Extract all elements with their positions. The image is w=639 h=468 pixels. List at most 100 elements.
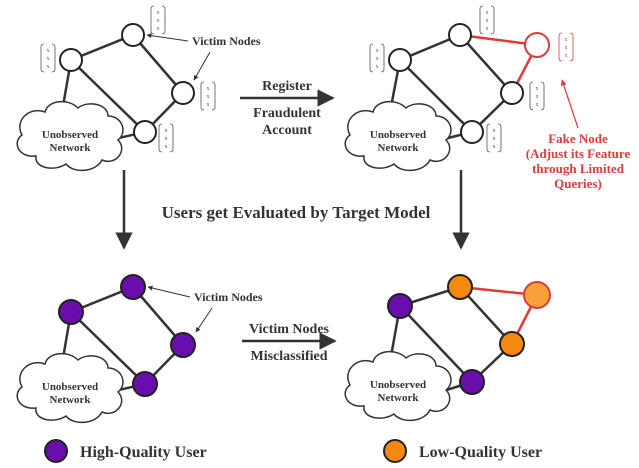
node-victim-bottom [133,120,157,144]
feature-vector: x x x [200,81,216,111]
svg-text:x: x [565,45,568,51]
svg-text:x: x [157,10,160,16]
evaluated-caption: Users get Evaluated by Target Model [162,203,431,222]
fake-node [523,281,551,309]
cloud-label-1: Unobserved [370,379,426,391]
feature-vector: x x x [486,123,502,153]
cloud: Unobserved Network [344,100,452,172]
node-high-quality [459,369,485,395]
svg-text:x: x [207,102,210,108]
fake-node-pointer-arrow [560,79,579,129]
node-low-quality [499,331,525,357]
svg-text:x: x [536,102,539,108]
svg-text:x: x [376,56,379,62]
graph-nodes [58,274,196,397]
panel-top-left: Unobserved Network x x x x x x [16,5,261,172]
node-victim-right [500,81,524,105]
node-high-quality [132,371,158,397]
fake-node-desc-2: through Limited [532,161,625,176]
node-victim-top [121,23,145,47]
panel-bottom-left: Unobserved Network Victim Nodes [16,274,263,424]
node-victim-top [448,23,472,47]
legend-swatch-low [383,439,407,463]
feature-vector: x x x [529,81,545,111]
fraudulent-label: Fraudulent [253,106,321,121]
feature-vector: x x x [158,123,174,153]
victim-pointer-arrow [147,285,191,298]
svg-text:x: x [165,136,168,142]
svg-text:x: x [493,128,496,134]
svg-text:x: x [486,18,489,24]
node-high-quality [58,299,84,325]
register-step: Register Fraudulent Account [240,79,335,138]
fake-node-label: Fake Node [548,131,608,146]
cloud: Unobserved Network [16,352,124,424]
svg-text:x: x [165,128,168,134]
fake-feature-vector: x x x [558,32,574,62]
legend-low-quality: Low-Quality User [383,439,542,463]
svg-text:x: x [207,86,210,92]
svg-text:x: x [376,48,379,54]
node-victim-bottom [460,120,484,144]
node-left [59,48,83,72]
victim-pointer-arrow [195,307,213,333]
legend-swatch-high [44,439,68,463]
misclassified-step: Victim Nodes Misclassified [242,322,337,364]
feature-vector: x x x [479,5,495,35]
legend-low-label: Low-Quality User [419,444,542,461]
account-label: Account [262,123,312,138]
cloud: Unobserved Network [344,350,452,422]
svg-text:x: x [493,144,496,150]
svg-text:x: x [536,94,539,100]
cloud-label-2: Network [378,392,420,404]
graph-nodes [388,23,524,144]
svg-text:x: x [565,53,568,59]
feature-vector: x x x [40,43,56,73]
fake-node-desc-3: Queries) [554,176,602,191]
svg-text:x: x [486,10,489,16]
svg-text:x: x [47,64,50,70]
svg-text:x: x [486,26,489,32]
svg-text:x: x [207,94,210,100]
victim-pointer-arrow [193,51,211,81]
victim-nodes-label: Victim Nodes [194,290,263,304]
feature-vector: x x x [150,5,166,35]
cloud-label-2: Network [378,142,420,154]
node-low-quality [447,274,473,300]
fake-node [524,32,550,58]
cloud-label-1: Unobserved [42,129,98,141]
svg-text:x: x [47,48,50,54]
feature-vector: x x x [369,43,385,73]
fake-node-desc-1: (Adjust its Feature [526,146,631,161]
node-high-quality [170,332,196,358]
cloud-label-1: Unobserved [42,381,98,393]
node-high-quality [387,293,413,319]
svg-text:x: x [536,86,539,92]
node-left [388,48,412,72]
legend-high-quality: High-Quality User [44,439,207,463]
cloud-label-2: Network [50,394,92,406]
panel-top-right: Unobserved Network x x x x x x [344,5,631,191]
svg-text:x: x [47,56,50,62]
misclassified-label-2: Misclassified [251,349,328,364]
cloud-label-1: Unobserved [370,129,426,141]
svg-text:x: x [493,136,496,142]
svg-text:x: x [376,64,379,70]
svg-text:x: x [157,18,160,24]
cloud: Unobserved Network [16,100,124,172]
victim-nodes-label: Victim Nodes [192,34,261,48]
graph-nodes [59,23,195,144]
misclassified-label-1: Victim Nodes [249,322,330,337]
cloud-label-2: Network [50,142,92,154]
panel-bottom-right: Unobserved Network [344,274,551,422]
feature-vectors: x x x x x x x x x x x [369,5,574,153]
svg-text:x: x [165,144,168,150]
svg-text:x: x [157,26,160,32]
victim-pointer-arrow [146,33,189,42]
node-victim-right [171,81,195,105]
register-label: Register [262,79,312,94]
node-high-quality [120,274,146,300]
svg-text:x: x [565,37,568,43]
